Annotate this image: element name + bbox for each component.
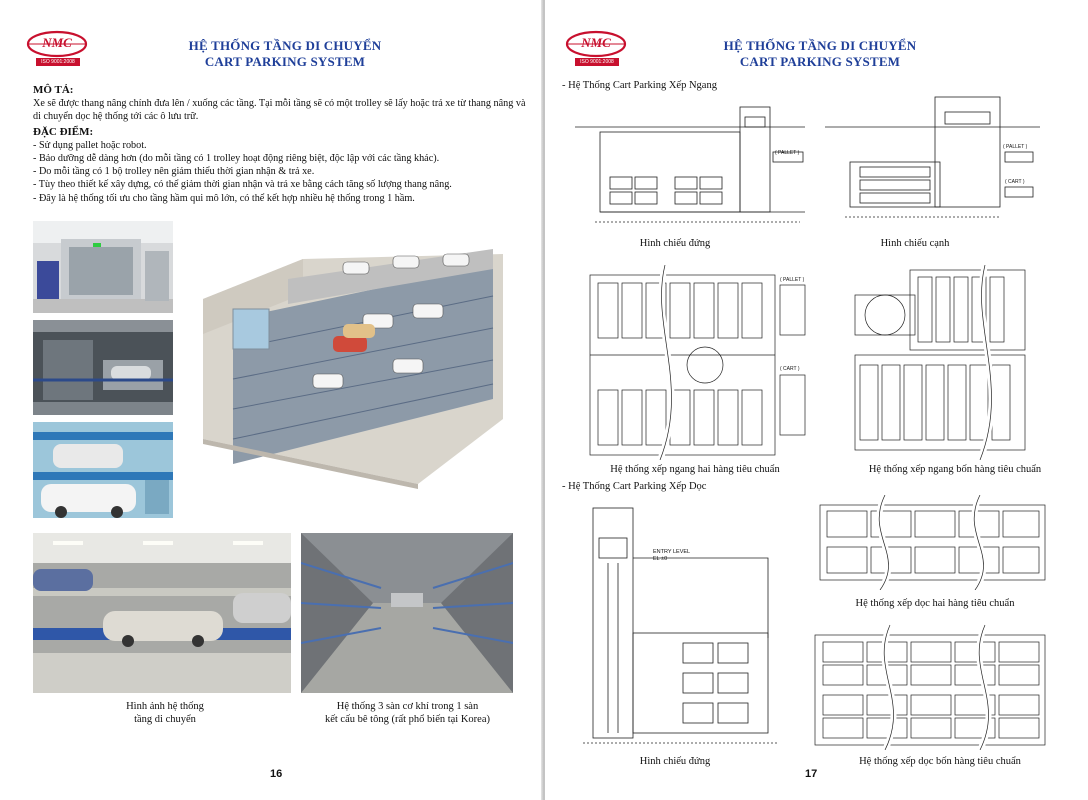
drawing-plan-four-rows-vertical — [805, 620, 1060, 750]
nmc-logo: NMC ISO 9001:2008 — [26, 30, 88, 70]
page-number-left: 16 — [270, 768, 283, 780]
caption-four-rows-horizontal: Hệ thống xếp ngang bốn hàng tiêu chuẩn — [868, 464, 1042, 475]
drawing-side-elevation: ( PALLET ) ( CART ) — [820, 92, 1045, 232]
drawing-front-elevation-vertical: ENTRY LEVEL EL ±0 — [563, 493, 793, 748]
caption-two-rows-vertical: Hệ thống xếp dọc hai hàng tiêu chuẩn — [855, 598, 1015, 609]
features-heading: ĐẶC ĐIỂM: — [33, 125, 94, 138]
caption-line: kết cấu bê tông (rất phổ biến tại Korea) — [324, 714, 491, 725]
feature-item: - Tùy theo thiết kế xây dựng, có thể giả… — [33, 179, 452, 191]
caption-four-rows-vertical: Hệ thống xếp dọc bốn hàng tiêu chuẩn — [859, 756, 1021, 767]
iso-badge: ISO 9001:2008 — [575, 58, 619, 66]
photo-trolley-level — [33, 533, 291, 693]
drawing-plan-two-rows-vertical — [805, 495, 1060, 590]
title-vi: HỆ THỐNG TẦNG DI CHUYỂN — [723, 38, 917, 53]
system-3d-render — [193, 224, 513, 489]
page-number-right: 17 — [805, 768, 818, 780]
nmc-logo: NMC ISO 9001:2008 — [565, 30, 627, 70]
title-vi: HỆ THỐNG TẦNG DI CHUYỂN — [188, 38, 382, 53]
photo-parked-cars — [33, 422, 173, 518]
label-pallet: ( PALLET ) — [1003, 144, 1028, 150]
section-vertical: - Hệ Thống Cart Parking Xếp Dọc — [562, 481, 707, 492]
caption-system-image: Hình ảnh hệ thống tầng di chuyển — [80, 700, 250, 726]
drawing-front-elevation: ( PALLET ) — [565, 92, 815, 232]
photo-lift-system — [33, 320, 173, 415]
caption-line: tầng di chuyển — [134, 714, 196, 725]
label-pallet: ( PALLET ) — [775, 150, 800, 156]
logo-text: NMC — [42, 35, 72, 50]
description-block: MÔ TẢ: Xe sẽ được thang nâng chính đưa l… — [33, 84, 533, 205]
feature-item: - Sử dụng pallet hoặc robot. — [33, 139, 147, 151]
drawing-plan-four-rows-horizontal — [840, 265, 1065, 460]
caption-line: Hệ thống 3 sàn cơ khí trong 1 sàn — [336, 701, 479, 712]
caption-front-elevation-vertical: Hình chiếu đứng — [639, 756, 711, 767]
caption-two-rows-horizontal: Hệ thống xếp ngang hai hàng tiêu chuẩn — [610, 464, 780, 475]
description-heading: MÔ TẢ: — [33, 84, 74, 96]
page-title-right: HỆ THỐNG TẦNG DI CHUYỂN CART PARKING SYS… — [685, 38, 955, 70]
label-elevation: EL ±0 — [653, 556, 668, 562]
feature-item: - Bảo dưỡng dễ dàng hơn (do mỗi tầng có … — [33, 153, 440, 165]
book-spine — [541, 0, 547, 800]
left-page: NMC ISO 9001:2008 HỆ THỐNG TẦNG DI CHUYỂ… — [0, 0, 543, 800]
label-cart: ( CART ) — [780, 366, 800, 372]
photo-three-decks — [301, 533, 513, 693]
iso-badge: ISO 9001:2008 — [36, 58, 80, 66]
caption-line: Hình ảnh hệ thống — [126, 701, 204, 712]
section-horizontal: - Hệ Thống Cart Parking Xếp Ngang — [562, 80, 717, 91]
description-text: Xe sẽ được thang nâng chính đưa lên / xu… — [33, 98, 526, 123]
feature-item: - Do mỗi tầng có 1 bộ trolley nên giảm t… — [33, 166, 315, 178]
feature-item: - Đây là hệ thống tối ưu cho tầng hầm qu… — [33, 192, 415, 204]
title-en: CART PARKING SYSTEM — [739, 54, 901, 69]
label-cart: ( CART ) — [1005, 179, 1025, 185]
page-title-left: HỆ THỐNG TẦNG DI CHUYỂN CART PARKING SYS… — [150, 38, 420, 70]
drawing-plan-two-rows-horizontal: ( PALLET ) ( CART ) — [580, 265, 825, 460]
caption-three-decks: Hệ thống 3 sàn cơ khí trong 1 sàn kết cấ… — [300, 700, 515, 726]
caption-side-elevation: Hình chiếu cạnh — [880, 238, 950, 249]
label-pallet: ( PALLET ) — [780, 277, 805, 283]
caption-front-elevation: Hình chiếu đứng — [639, 238, 711, 249]
title-en: CART PARKING SYSTEM — [204, 54, 366, 69]
right-page: NMC ISO 9001:2008 HỆ THỐNG TẦNG DI CHUYỂ… — [545, 0, 1088, 800]
photo-entrance — [33, 221, 173, 313]
label-entry-level: ENTRY LEVEL — [653, 549, 691, 555]
logo-text: NMC — [581, 35, 611, 50]
